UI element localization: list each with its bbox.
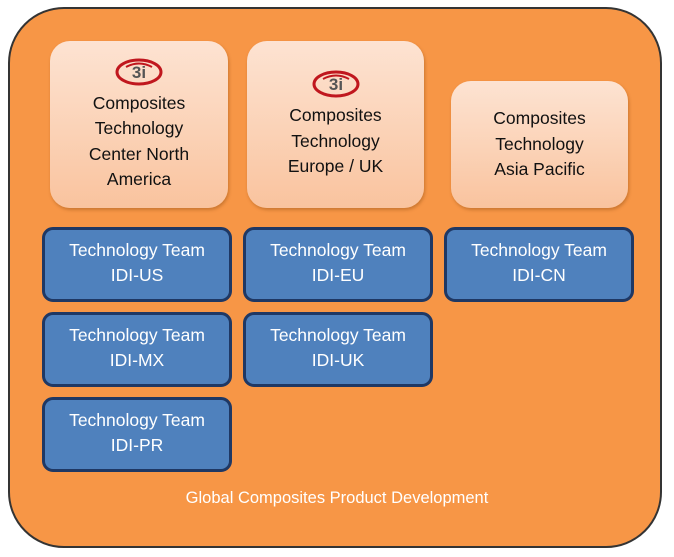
center-europe-uk: 3i Composites Technology Europe / UK xyxy=(247,41,424,208)
team-code: IDI-PR xyxy=(110,435,164,455)
team-idi-uk: Technology Team IDI-UK xyxy=(243,312,433,387)
footer-label: Global Composites Product Development xyxy=(185,489,489,507)
team-code: IDI-CN xyxy=(512,265,566,285)
team-title: Technology Team xyxy=(270,240,406,260)
team-idi-eu: Technology Team IDI-EU xyxy=(243,227,433,302)
team-idi-us: Technology Team IDI-US xyxy=(42,227,232,302)
svg-text:3i: 3i xyxy=(132,63,146,82)
team-idi-cn: Technology Team IDI-CN xyxy=(444,227,634,302)
three-i-logo-icon: 3i xyxy=(312,70,359,98)
three-i-logo-icon: 3i xyxy=(115,58,163,85)
center-asia-pacific: Composites Technology Asia Pacific xyxy=(451,81,628,208)
team-title: Technology Team xyxy=(471,240,607,260)
team-code: IDI-UK xyxy=(311,350,365,370)
team-title: Technology Team xyxy=(270,325,406,345)
team-title: Technology Team xyxy=(69,325,205,345)
center-label: Composites Technology Europe / UK xyxy=(287,105,384,177)
team-code: IDI-MX xyxy=(109,350,165,370)
team-title: Technology Team xyxy=(69,410,205,430)
team-idi-mx: Technology Team IDI-MX xyxy=(42,312,232,387)
team-code: IDI-US xyxy=(110,265,164,285)
center-label: Composites Technology Asia Pacific xyxy=(493,108,586,180)
center-label: Composites Technology Center North Ameri… xyxy=(88,92,190,190)
svg-text:3i: 3i xyxy=(328,75,342,94)
center-north-america: 3i Composites Technology Center North Am… xyxy=(50,41,228,208)
team-code: IDI-EU xyxy=(311,265,365,285)
team-title: Technology Team xyxy=(69,240,205,260)
team-idi-pr: Technology Team IDI-PR xyxy=(42,397,232,472)
